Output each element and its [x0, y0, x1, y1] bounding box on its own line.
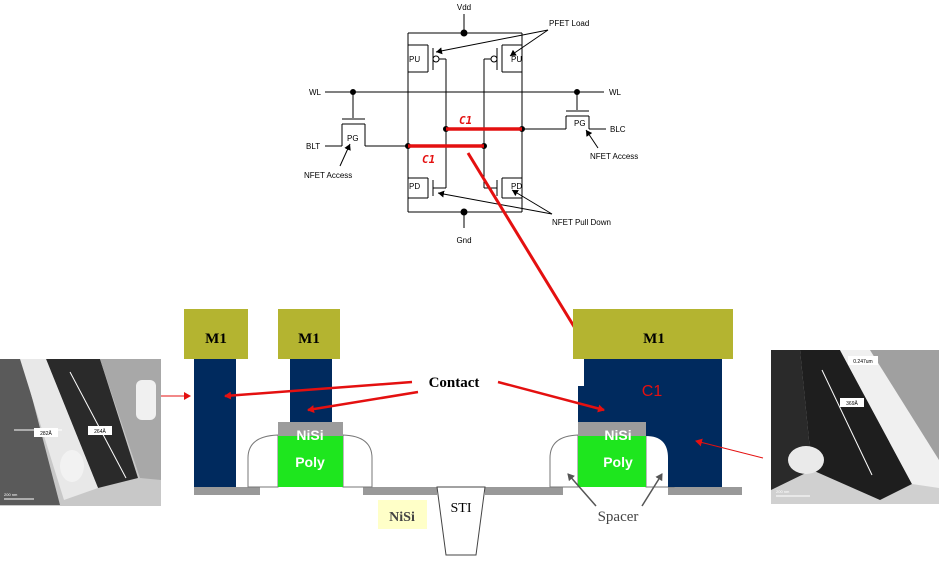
poly-right-label: Poly: [603, 454, 633, 470]
tem-left-label-b-bg: [88, 426, 112, 435]
nisi-left-label: NiSi: [296, 427, 323, 443]
tem-left-gate-blob: [60, 450, 84, 482]
sti-trench: [436, 486, 486, 556]
spacer-arrow-left: [567, 473, 597, 507]
poly-left-label: Poly: [295, 454, 325, 470]
nisi-strip-3: [485, 487, 563, 495]
tem-left-measure-line-b: [69, 371, 127, 479]
nfet-access-right-arrow: [585, 129, 599, 149]
pull-down-arrow-left: [437, 190, 553, 215]
tem-right-gate-blob: [788, 446, 824, 474]
nisi-right-label: NiSi: [604, 427, 631, 443]
tem-left-dark-a: [0, 359, 60, 505]
wl-right-label: WL: [609, 88, 622, 97]
tem-right-measure-line: [821, 369, 873, 476]
vdd-label: Vdd: [457, 3, 471, 12]
pu-left-bubble: [432, 55, 440, 63]
m1-right-label: M1: [643, 331, 665, 347]
tem-right-bg: [870, 350, 939, 460]
c1-bottom-label: C1: [422, 153, 435, 166]
tem-left-measure-b: 264Å: [94, 428, 106, 435]
c1-top-label: C1: [459, 114, 472, 127]
tem-right-scale-label: 200 nm: [776, 489, 790, 494]
m1-middle-label: M1: [298, 331, 320, 347]
pfet-load-label: PFET Load: [549, 19, 589, 28]
pull-down-arrow-right: [511, 189, 553, 215]
m1-right: [573, 309, 733, 359]
tem-left-measure-a: 282Å: [40, 430, 52, 437]
pfet-load-arrow-right: [509, 29, 549, 57]
tem-right-label-b-bg: [840, 398, 864, 407]
c1-shared-contact: [578, 359, 722, 487]
nisi-legend-label: NiSi: [389, 510, 415, 525]
nfet-access-left-label: NFET Access: [304, 171, 352, 180]
nisi-cap-right: [578, 422, 646, 436]
tem-left-label-a-bg: [34, 428, 58, 437]
c1-contact-label: C1: [642, 383, 663, 400]
spacer-left-b: [342, 434, 373, 488]
nfet-access-left-arrow: [339, 143, 351, 167]
nfet-pull-down-label: NFET Pull Down: [552, 218, 611, 227]
tem-right-pointer: [695, 438, 764, 459]
gnd-label: Gnd: [456, 236, 471, 245]
pd-right-label: PD: [511, 182, 522, 191]
sti-label: STI: [451, 501, 472, 516]
pu-right-label: PU: [511, 55, 522, 64]
tem-right-measure-a: 0.247um: [853, 359, 872, 365]
contact-arrow-c1: [497, 380, 605, 413]
tem-left-scale-label: 200 nm: [4, 492, 18, 497]
tem-right-liner: [840, 350, 939, 488]
pfet-load-arrow-left: [435, 29, 549, 55]
spacer-left-a: [247, 434, 279, 488]
tem-right-contact-dark: [800, 350, 912, 500]
device-cross-section: [184, 309, 742, 556]
wl-left-label: WL: [309, 88, 322, 97]
sram-schematic: [325, 14, 606, 228]
tem-image-right: [771, 350, 939, 504]
poly-gate-right: [578, 436, 646, 487]
nisi-strip-2: [363, 487, 437, 495]
nisi-strip-1: [194, 487, 260, 495]
tem-right-measure-b: 369Å: [846, 400, 858, 407]
contact-label: Contact: [429, 375, 480, 391]
pu-right-bubble: [490, 55, 498, 63]
tem-right-label-a-bg: [848, 356, 878, 365]
spacer-label: Spacer: [598, 509, 639, 525]
contact-source: [194, 359, 236, 487]
m1-middle: [278, 309, 340, 359]
nisi-legend-box: [378, 500, 427, 529]
tem-image-left: [0, 359, 161, 506]
spacer-right-a: [549, 434, 579, 488]
nfet-access-right-label: NFET Access: [590, 152, 638, 161]
tem-left-feature: [136, 380, 156, 420]
pg-left-label: PG: [347, 134, 359, 143]
poly-gate-left: [278, 436, 343, 487]
tem-left-contact-dark: [46, 359, 138, 488]
m1-left: [184, 309, 248, 359]
nisi-cap-left: [278, 422, 343, 436]
pu-left-label: PU: [409, 55, 420, 64]
blc-label: BLC: [610, 125, 626, 134]
blt-label: BLT: [306, 142, 320, 151]
contact-arrow-source: [224, 380, 413, 400]
m1-left-label: M1: [205, 331, 227, 347]
contact-arrow-gate: [307, 390, 419, 413]
pd-left-label: PD: [409, 182, 420, 191]
spacer-arrow-right: [641, 473, 663, 507]
nisi-strip-4: [668, 487, 742, 495]
pg-right-label: PG: [574, 119, 586, 128]
